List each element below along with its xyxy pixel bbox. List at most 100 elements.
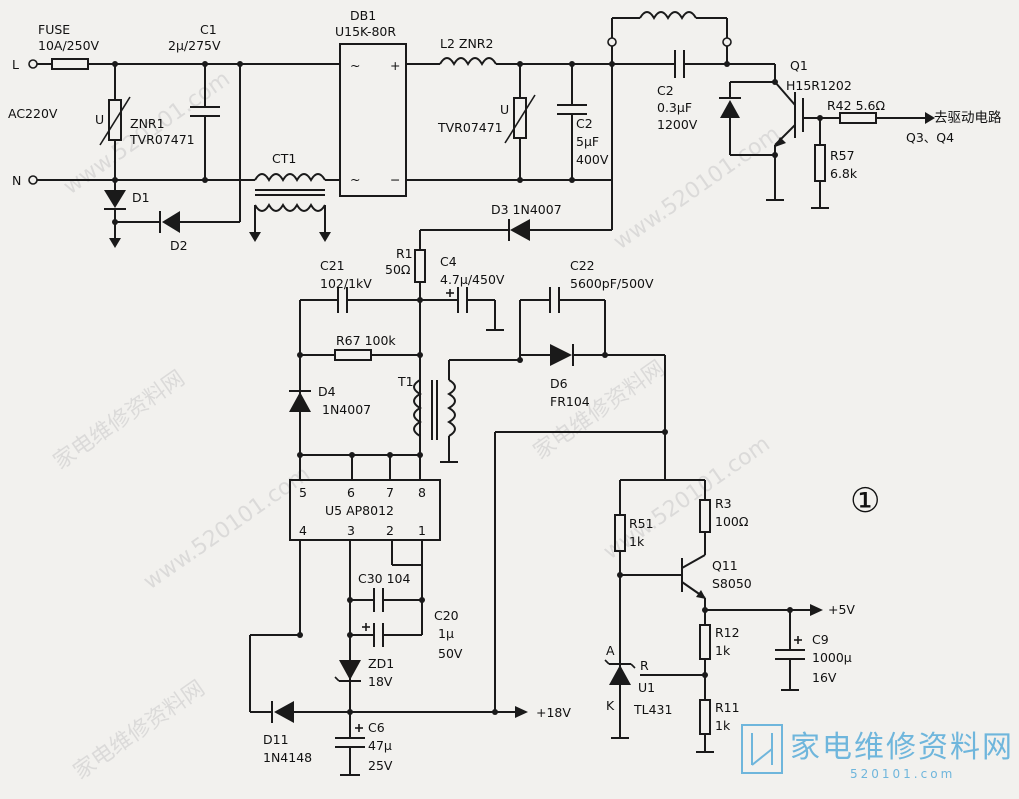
common-mode-choke-ct1: [249, 173, 331, 242]
label-c4-value: 4.7μ/450V: [440, 272, 505, 287]
capacitor-c2: [557, 64, 587, 180]
watermark-cn: 家电维修资料网: [49, 366, 190, 475]
label-fuse: FUSE: [38, 22, 70, 37]
site-logo: 家电维修资料网 520101.com: [741, 724, 1014, 781]
label-u5-pin3: 3: [347, 523, 355, 538]
aux-rail-18v: [250, 701, 528, 776]
watermark-url: www.520101.com: [609, 121, 785, 254]
label-u1-part: TL431: [633, 702, 672, 717]
varistor-znr1: [99, 64, 131, 180]
label-out-18v: +18V: [536, 705, 571, 720]
label-ct1: CT1: [272, 151, 296, 166]
label-q1: Q1: [790, 58, 808, 73]
label-u5-pin5: 5: [299, 485, 307, 500]
label-c2b-value2: 1200V: [657, 117, 698, 132]
label-out-5v: +5V: [828, 602, 855, 617]
logo-text: 家电维修资料网: [790, 730, 1014, 765]
label-l2-znr2: L2 ZNR2: [440, 36, 493, 51]
label-node-n: N: [12, 173, 21, 188]
svg-text:~: ~: [350, 58, 360, 73]
label-q11-part: S8050: [712, 576, 752, 591]
label-u1-r: R: [640, 658, 649, 673]
label-c2b-value1: 0.3μF: [657, 100, 692, 115]
label-fuse-rating: 10A/250V: [38, 38, 100, 53]
label-c21-value: 102/1kV: [320, 276, 372, 291]
label-u1-k: K: [606, 698, 615, 713]
igbt-q1: [719, 64, 840, 201]
label-q3-q4: Q3、Q4: [906, 130, 954, 145]
label-u5-name: U5 AP8012: [325, 503, 394, 518]
label-r12-value: 1k: [715, 643, 731, 658]
diode-d1: [104, 180, 126, 248]
label-c9: C9: [812, 632, 829, 647]
label-znr2-u: U: [500, 102, 509, 117]
capacitor-c4: [420, 287, 504, 331]
label-ac-input: AC220V: [8, 106, 58, 121]
label-u1-a: A: [606, 643, 615, 658]
label-znr1-part: TVR07471: [129, 132, 195, 147]
label-u5-pin7: 7: [386, 485, 394, 500]
label-d1: D1: [132, 190, 150, 205]
label-q11: Q11: [712, 558, 738, 573]
label-u1: U1: [638, 680, 655, 695]
label-c9-value2: 16V: [812, 670, 837, 685]
label-c2b: C2: [657, 83, 674, 98]
label-r3-value: 100Ω: [715, 514, 749, 529]
dc-bus: [406, 57, 660, 183]
label-u5-pin4: 4: [299, 523, 307, 538]
label-to-drive: 去驱动电路: [934, 110, 1002, 126]
label-zd1-value: 18V: [368, 674, 393, 689]
label-r51-value: 1k: [629, 534, 645, 549]
label-d2: D2: [170, 238, 188, 253]
ac-input: [28, 58, 340, 185]
watermark-url: www.520101.com: [139, 461, 315, 594]
label-u5-pin6: 6: [347, 485, 355, 500]
label-c21: C21: [320, 258, 345, 273]
label-d6-part: FR104: [550, 394, 590, 409]
label-u5-pin1: 1: [418, 523, 426, 538]
diode-d2: [115, 64, 241, 233]
watermark-cn: 家电维修资料网: [69, 676, 210, 785]
capacitor-c1: [190, 64, 220, 180]
label-r1: R1: [396, 246, 413, 261]
label-znr1: ZNR1: [130, 116, 165, 131]
label-c9-value1: 1000μ: [812, 650, 852, 665]
label-c20-value1: 1μ: [438, 626, 454, 641]
label-r3: R3: [715, 496, 732, 511]
label-r67: R67 100k: [336, 333, 396, 348]
label-c6-value1: 47μ: [368, 738, 392, 753]
svg-text:~: ~: [350, 172, 360, 187]
watermark-cn: 家电维修资料网: [529, 356, 670, 465]
zener-zd1: [334, 660, 361, 682]
label-r57-value: 6.8k: [830, 166, 858, 181]
label-c2: C2: [576, 116, 593, 131]
label-c22-value: 5600pF/500V: [570, 276, 654, 291]
label-c20: C20: [434, 608, 459, 623]
label-r57: R57: [830, 148, 855, 163]
label-u5-pin8: 8: [418, 485, 426, 500]
diagram-number: ①: [850, 481, 880, 521]
label-c2-value1: 5μF: [576, 134, 599, 149]
logo-subtext: 520101.com: [850, 767, 955, 781]
watermark: www.520101.com www.520101.com www.520101…: [49, 66, 785, 784]
label-q1-part: H15R1202: [786, 78, 852, 93]
gate-resistors: [811, 112, 935, 209]
label-d11-part: 1N4148: [263, 750, 312, 765]
label-node-l: L: [12, 57, 19, 72]
label-r51: R51: [629, 516, 654, 531]
capacitors-c30-c20: [249, 588, 425, 712]
resistor-r1: [414, 249, 426, 283]
label-d3: D3 1N4007: [491, 202, 562, 217]
resistor-r67: [300, 349, 423, 361]
svg-text:+: +: [390, 58, 400, 73]
label-r42: R42 5.6Ω: [827, 98, 885, 113]
label-d4: D4: [318, 384, 336, 399]
label-r11-value: 1k: [715, 718, 731, 733]
fuse: [51, 58, 89, 70]
label-zd1: ZD1: [368, 656, 394, 671]
label-d4-part: 1N4007: [322, 402, 371, 417]
bridge-rectifier-db1: ~ + ~ −: [339, 43, 407, 197]
label-t1: T1: [397, 374, 414, 389]
label-znr1-u: U: [95, 112, 104, 127]
